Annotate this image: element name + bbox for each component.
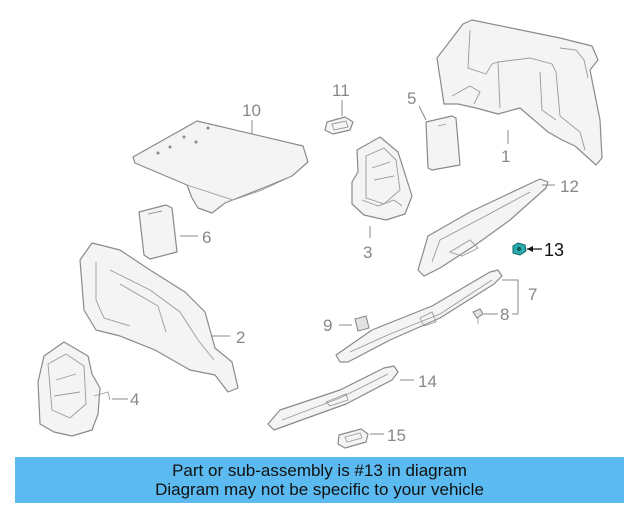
- part-7-sill-plate: [335, 269, 503, 363]
- callout-10: 10: [242, 101, 261, 120]
- part-10-floor-panel: [132, 120, 309, 214]
- part-2-left-quarter-panel: [79, 242, 239, 393]
- part-13-clip: [512, 242, 527, 256]
- part-14-scuff-plate: [267, 365, 399, 431]
- part-9-clip: [354, 315, 370, 332]
- callout-14: 14: [418, 372, 437, 391]
- part-8-fastener: [472, 308, 484, 324]
- callout-5: 5: [407, 89, 416, 108]
- callout-11: 11: [332, 81, 350, 100]
- info-banner: Part or sub-assembly is #13 in diagram D…: [15, 457, 624, 503]
- part-6-panel: [138, 204, 178, 260]
- banner-line-2: Diagram may not be specific to your vehi…: [155, 480, 484, 499]
- callout-3: 3: [363, 243, 372, 262]
- callout-13: 13: [544, 240, 564, 260]
- callout-6: 6: [202, 228, 211, 247]
- callout-9: 9: [323, 316, 332, 335]
- part-5-pad: [425, 115, 461, 171]
- callout-2: 2: [236, 328, 245, 347]
- callout-12: 12: [560, 177, 579, 196]
- part-11-cap: [324, 116, 354, 135]
- part-15-plug: [337, 428, 369, 449]
- banner-line-1: Part or sub-assembly is #13 in diagram: [172, 461, 467, 480]
- part-3-bracket: [351, 136, 413, 221]
- callout-4: 4: [130, 390, 139, 409]
- part-12-trim-strip: [417, 178, 549, 277]
- callout-7: 7: [528, 285, 537, 304]
- part-1-quarter-trim-panel: [436, 19, 603, 166]
- part-4-storage-bin: [37, 341, 111, 437]
- callout-8: 8: [500, 305, 509, 324]
- callout-15: 15: [387, 426, 406, 445]
- callout-1: 1: [501, 147, 510, 166]
